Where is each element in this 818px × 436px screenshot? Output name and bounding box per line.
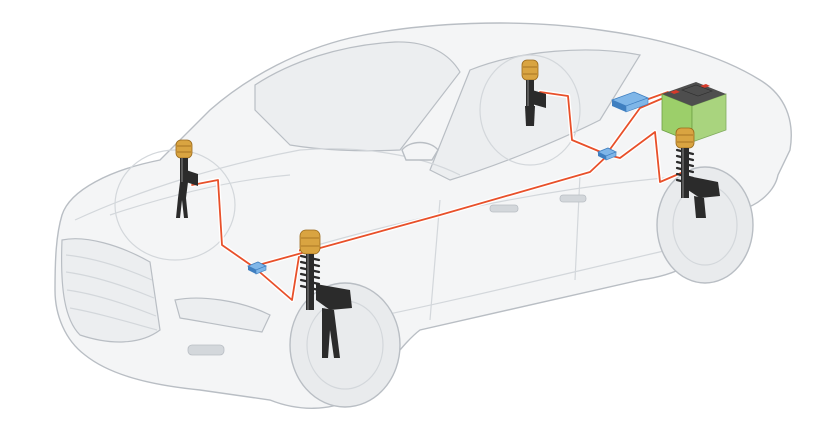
- wire-rl-to-rear-module: [539, 91, 609, 156]
- wheel-rear-left: [479, 54, 581, 166]
- front-grille: [61, 238, 161, 343]
- grille-bar-3: [66, 289, 157, 317]
- rear-door-handle: [559, 194, 587, 203]
- wire-rear-module-to-rr: [607, 131, 689, 183]
- control-modules: [247, 91, 650, 275]
- air-strut-icon: [521, 59, 546, 126]
- car-body: [54, 22, 792, 409]
- side-mirror: [401, 141, 439, 161]
- grille-bar-4: [69, 307, 158, 331]
- air-strut-icon: [175, 139, 198, 218]
- wiring-harness: [189, 89, 691, 303]
- front-door-line: [429, 199, 441, 321]
- wire-front-to-rear-module: [261, 154, 609, 265]
- side-line-lower: [359, 244, 691, 321]
- wheels: [114, 54, 754, 408]
- fog-light: [187, 344, 225, 356]
- side-line-upper: [299, 174, 701, 251]
- hood-crease: [109, 174, 291, 216]
- air-strut-icon: [675, 127, 720, 218]
- wire-rear-module-to-main: [607, 95, 669, 153]
- air-strut-icon: [299, 229, 352, 358]
- control-unit-icon: [247, 261, 267, 275]
- control-unit-icon: [610, 91, 650, 113]
- headlight: [174, 297, 271, 333]
- wire-fl-to-front-module: [191, 179, 256, 269]
- wheel-front-left: [114, 149, 236, 261]
- grille-bar-1: [65, 254, 153, 281]
- battery-icon: [661, 82, 727, 143]
- rear-door-line: [574, 174, 581, 281]
- grille-bar-2: [65, 271, 155, 299]
- control-unit-icon: [597, 147, 617, 161]
- front-door-handle: [489, 204, 519, 213]
